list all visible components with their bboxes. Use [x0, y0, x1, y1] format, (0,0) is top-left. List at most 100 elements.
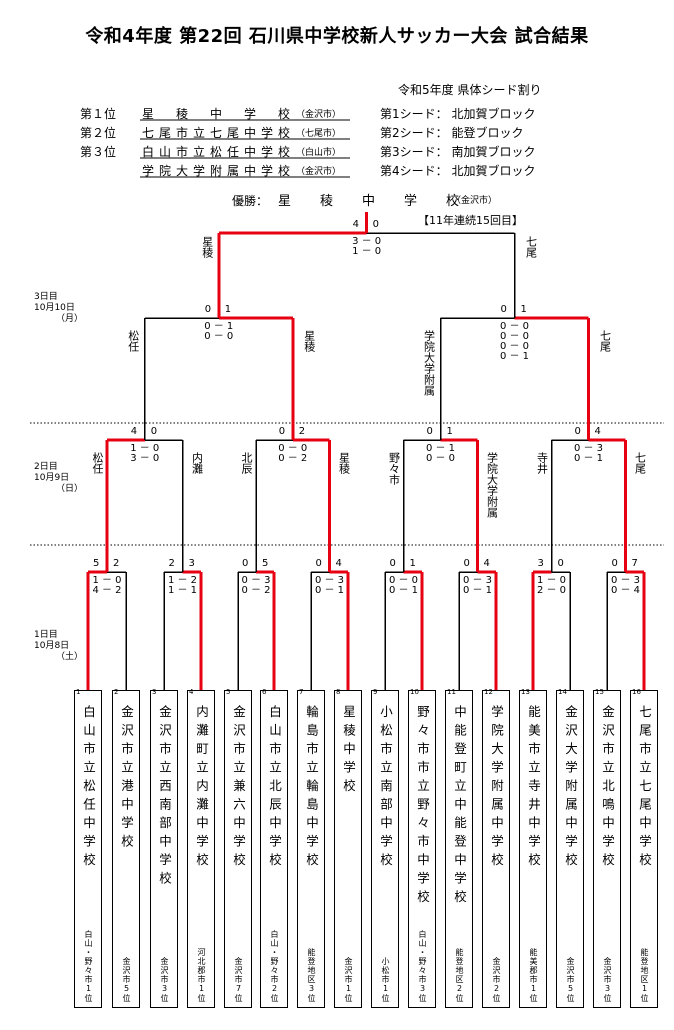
team-qualifying-rank: 能登地区3位 — [307, 948, 316, 1003]
team-name: 能美市立寺井中学校 — [526, 705, 541, 872]
qf-match-1-left-score: 4 — [130, 426, 138, 437]
r1-match-3-left-score: 0 — [242, 558, 249, 569]
team-name: 白山市立北辰中学校 — [267, 705, 282, 872]
rank-1-label: 第１位 — [80, 107, 117, 121]
sf-2-left-team: 学院大学附属 — [422, 330, 436, 396]
team-box-4: 4 内灘町立内灘中学校河北郡市1位 — [187, 688, 215, 1008]
qf-3-right-team: 学院大学附属 — [485, 452, 499, 518]
team-name: 中能登町立中能登中学校 — [452, 705, 467, 909]
qf-4-right-team: 七尾 — [633, 452, 647, 474]
team-qualifying-rank: 小松市1位 — [381, 957, 390, 1003]
sf-2-right-team: 七尾 — [598, 330, 612, 352]
qf-2-left-team: 北辰 — [240, 452, 253, 474]
sf-match-1-detail: 0 － 1 0 － 0 — [204, 321, 234, 342]
rank-2-name: 七尾市立七尾中学校 — [142, 126, 296, 140]
qf-match-3-left-score: 0 — [426, 426, 433, 437]
team-number: 5 — [226, 688, 231, 696]
team-box-13: 13 能美市立寺井中学校能美郡市1位 — [519, 688, 547, 1008]
team-name: 学院大学附属中学校 — [489, 705, 504, 872]
r1-match-5-right-score: 1 — [409, 558, 416, 569]
team-qualifying-rank: 金沢市5位 — [566, 957, 575, 1003]
team-qualifying-rank: 金沢市1位 — [344, 957, 353, 1003]
team-name: 金沢市立港中学校 — [119, 705, 134, 853]
qf-match-1-detail: 1 － 0 3 － 0 — [130, 443, 160, 464]
champion-city: （金沢市） — [452, 196, 498, 206]
rank-3b-city: （金沢市） — [296, 167, 342, 177]
team-name: 七尾市立七尾中学校 — [637, 705, 652, 872]
qf-match-4-detail: 0 － 3 0 － 1 — [573, 443, 604, 464]
r1-match-2-right-score: 3 — [188, 558, 195, 569]
team-name: 金沢市立兼六中学校 — [231, 705, 246, 872]
day1-label: 1日目 10月8日 （土） — [34, 630, 84, 662]
team-qualifying-rank: 能美郡市1位 — [529, 948, 538, 1003]
r1-match-5-left-score: 0 — [389, 558, 396, 569]
team-name: 内灘町立内灘中学校 — [194, 705, 209, 872]
team-qualifying-rank: 金沢市3位 — [160, 957, 169, 1003]
rank-1-name: 星 稜 中 学 校 — [142, 107, 296, 121]
team-name: 輪島市立輪島中学校 — [304, 705, 319, 872]
r1-match-1-detail: 1 － 0 4 － 2 — [92, 575, 122, 596]
team-number: 13 — [521, 688, 530, 696]
r1-match-5-detail: 0 － 0 0 － 1 — [388, 575, 419, 596]
seed-3: 第3シード： 南加賀ブロック — [380, 145, 536, 159]
team-number: 1 — [76, 688, 81, 696]
r1-match-7-left-score: 3 — [537, 558, 544, 569]
seed-2: 第2シード： 能登ブロック — [380, 126, 524, 140]
r1-match-6-left-score: 0 — [463, 558, 470, 569]
team-name: 白山市立松任中学校 — [81, 705, 96, 872]
team-qualifying-rank: 金沢市5位 — [122, 957, 131, 1003]
sf-1-right-team: 星稜 — [302, 330, 316, 352]
r1-match-8-detail: 0 － 3 0 － 4 — [610, 575, 641, 596]
qf-match-3-right-score: 1 — [446, 426, 453, 437]
team-number: 4 — [189, 688, 194, 696]
r1-match-8-right-score: 7 — [631, 558, 638, 569]
team-qualifying-rank: 金沢市3位 — [603, 957, 612, 1003]
team-number: 16 — [632, 688, 641, 696]
sf-match-2-detail: 0 － 0 0 － 0 0 － 0 0 － 1 — [499, 321, 530, 362]
r1-match-8-left-score: 0 — [611, 558, 618, 569]
team-number: 11 — [447, 688, 456, 696]
rank-1-city: （金沢市） — [296, 110, 342, 120]
team-number: 10 — [410, 688, 419, 696]
seed-1: 第1シード： 北加賀ブロック — [380, 107, 536, 121]
r1-match-3-right-score: 5 — [262, 558, 269, 569]
team-qualifying-rank: 河北郡市1位 — [197, 948, 206, 1003]
champion-label: 優勝： — [232, 194, 269, 208]
rank-3-city: （白山市） — [296, 148, 342, 158]
team-qualifying-rank: 白山・野々市3位 — [418, 930, 427, 1003]
qf-2-right-team: 星稜 — [337, 452, 351, 474]
team-qualifying-rank: 金沢市2位 — [492, 957, 501, 1003]
team-box-6: 6 白山市立北辰中学校白山・野々市2位 — [260, 688, 288, 1008]
day-separators — [30, 422, 664, 546]
r1-match-7-right-score: 0 — [557, 558, 564, 569]
sf-match-1-left-score: 0 — [204, 304, 212, 315]
rank-3b-name: 学院大学附属中学校 — [142, 164, 296, 178]
day2-label: 2日目 10月9日 （日） — [34, 462, 84, 494]
r1-match-4-right-score: 4 — [335, 558, 342, 569]
champion-note: 【11年連続15回目】 — [418, 214, 523, 227]
qf-1-left-team: 松任 — [91, 452, 104, 474]
qf-match-1-right-score: 0 — [150, 426, 158, 437]
sf-match-2-left-score: 0 — [500, 304, 507, 315]
team-number: 9 — [373, 688, 378, 696]
team-name: 星稜中学校 — [341, 705, 356, 798]
team-qualifying-rank: 能登地区2位 — [455, 948, 464, 1003]
qf-1-right-team: 内灘 — [190, 452, 204, 474]
sf-match-2-right-score: 1 — [520, 304, 527, 315]
qf-4-left-team: 寺井 — [535, 452, 549, 474]
day3-label: 3日目 10月10日 （月） — [34, 292, 84, 324]
r1-match-1-right-score: 2 — [113, 558, 120, 569]
final-right-team: 七尾 — [524, 236, 538, 258]
team-qualifying-rank: 白山・野々市2位 — [270, 930, 279, 1003]
team-number: 6 — [262, 688, 267, 696]
r1-match-2-detail: 1 － 2 1 － 1 — [167, 575, 198, 596]
qf-match-2-detail: 0 － 0 0 － 2 — [278, 443, 308, 464]
team-name: 金沢大学附属中学校 — [563, 705, 578, 872]
